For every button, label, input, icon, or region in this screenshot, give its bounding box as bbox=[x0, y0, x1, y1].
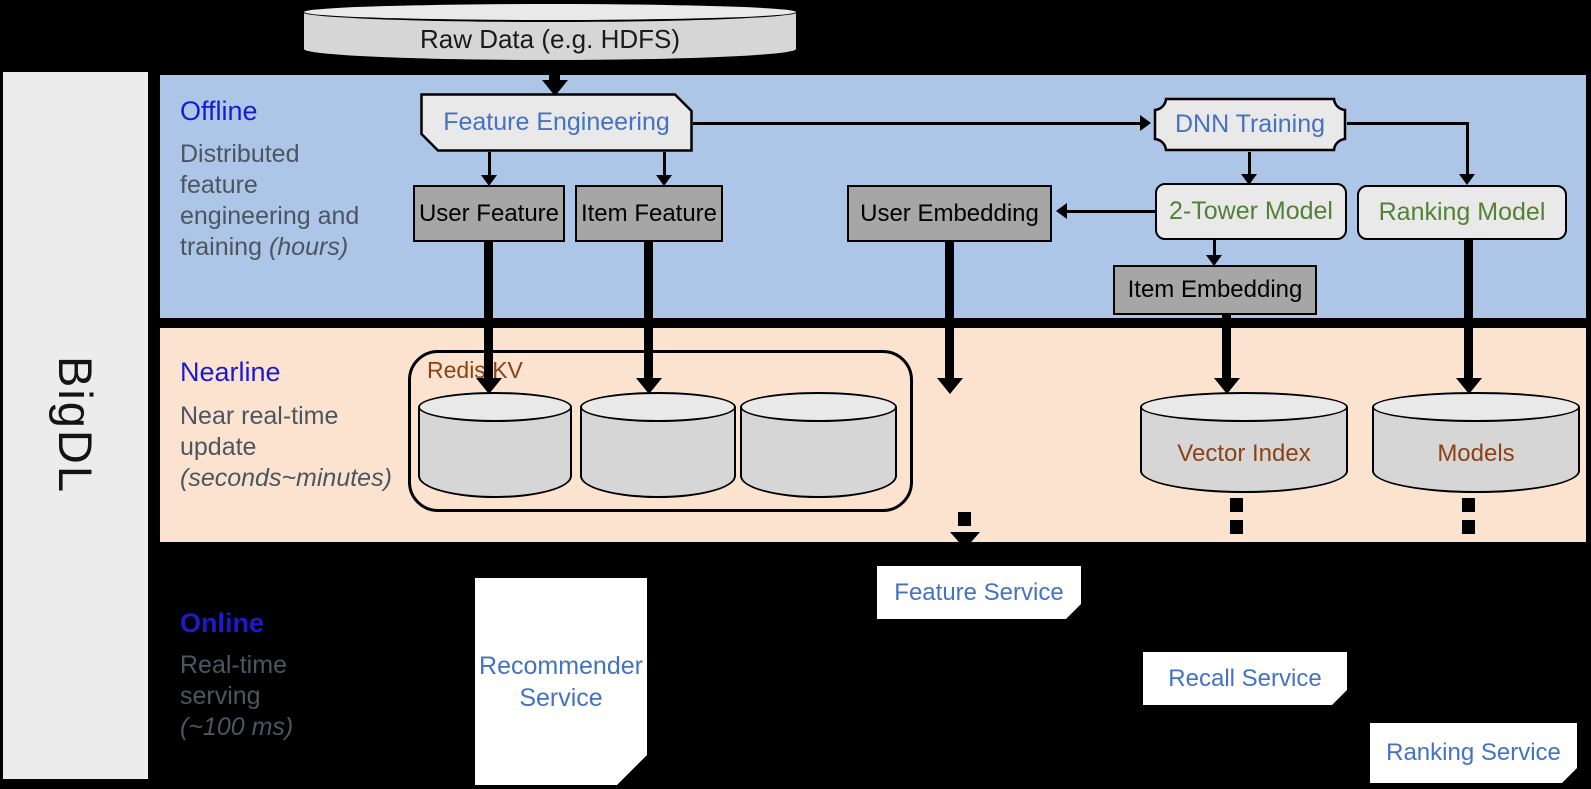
dashed-redis-to-featureservice-dash bbox=[958, 512, 971, 526]
recommender-service-label: Recommender Service bbox=[479, 651, 643, 712]
online-desc-text: Real-time serving bbox=[180, 651, 287, 710]
arrow-rankingmodel-to-models-stem bbox=[1464, 240, 1473, 378]
arrow-userfeature-to-redis-stem bbox=[484, 242, 493, 378]
arrow-dnn-to-rankingmodel-hstem bbox=[1347, 122, 1469, 125]
ranking-model-node: Ranking Model bbox=[1357, 185, 1567, 240]
bigdl-label: BigDL bbox=[49, 356, 102, 495]
redis-cylinder-3-top bbox=[740, 392, 897, 422]
offline-title: Offline bbox=[180, 96, 258, 126]
ranking-service-label: Ranking Service bbox=[1386, 739, 1561, 766]
dashed-vectorindex-connector-dash2 bbox=[1230, 520, 1243, 534]
arrow-userfeature-to-redis-head bbox=[476, 378, 502, 394]
online-description: Real-time serving (~100 ms) bbox=[180, 650, 305, 743]
ranking-model-label: Ranking Model bbox=[1378, 198, 1546, 226]
two-tower-model-node: 2-Tower Model bbox=[1155, 183, 1347, 240]
redis-kv-container: Redis KV bbox=[408, 350, 913, 512]
two-tower-model-label: 2-Tower Model bbox=[1169, 197, 1333, 225]
recommender-service-fold-corner-icon bbox=[617, 755, 647, 785]
feature-engineering-shape bbox=[420, 93, 693, 152]
nearline-desc-text: Near real-time update bbox=[180, 402, 339, 461]
redis-cylinder-2 bbox=[580, 392, 736, 498]
redis-cylinder-1-top bbox=[418, 392, 572, 422]
redis-kv-label: Redis KV bbox=[427, 357, 523, 383]
arrow-fe-to-userfeature-head bbox=[481, 175, 497, 186]
recall-service-fold-corner-icon bbox=[1332, 690, 1347, 705]
online-desc-italic: (~100 ms) bbox=[180, 713, 294, 741]
offline-description: Distributed feature engineering and trai… bbox=[180, 139, 370, 263]
models-label: Models bbox=[1437, 440, 1515, 467]
raw-data-label: Raw Data (e.g. HDFS) bbox=[419, 24, 681, 54]
dnn-training-shape bbox=[1153, 97, 1347, 152]
offline-desc-italic: (hours) bbox=[268, 233, 349, 261]
item-embedding-label: Item Embedding bbox=[1127, 276, 1303, 303]
redis-cylinder-3 bbox=[740, 392, 897, 498]
arrow-rawdata-to-fe-stem bbox=[549, 62, 560, 80]
arrow-userembedding-to-redis-stem bbox=[945, 242, 954, 378]
arrow-dnn-to-twotower-stem bbox=[1248, 152, 1251, 175]
arrow-itemfeature-to-redis-stem bbox=[644, 242, 653, 378]
dnn-training-node: DNN Training bbox=[1153, 97, 1347, 152]
vector-index-cylinder: Vector Index bbox=[1140, 392, 1348, 493]
arrow-itemembedding-to-vectorindex-head bbox=[1214, 378, 1240, 394]
arrow-fe-to-itemfeature-head bbox=[656, 175, 672, 186]
arrow-fe-to-itemfeature-stem bbox=[663, 152, 666, 176]
arrow-rawdata-to-fe-head bbox=[542, 80, 568, 96]
arrow-dnn-to-rankingmodel-head bbox=[1459, 174, 1475, 185]
arrow-rankingmodel-to-models-head bbox=[1456, 378, 1482, 394]
raw-data-cylinder-top bbox=[302, 2, 798, 22]
arrow-fe-to-userfeature-stem bbox=[488, 152, 491, 176]
online-title: Online bbox=[180, 608, 265, 638]
user-embedding-node: User Embedding bbox=[847, 185, 1052, 242]
redis-cylinder-2-top bbox=[580, 392, 736, 422]
dashed-redis-to-featureservice-head bbox=[950, 532, 980, 549]
dashed-vectorindex-connector-dash1 bbox=[1230, 498, 1243, 512]
arrow-twotower-to-itemembedding-head bbox=[1206, 255, 1222, 266]
feature-service-node: Feature Service bbox=[877, 566, 1081, 619]
nearline-title: Nearline bbox=[180, 357, 281, 387]
item-feature-label: Item Feature bbox=[580, 199, 718, 227]
vector-index-label: Vector Index bbox=[1177, 440, 1311, 467]
user-feature-label: User Feature bbox=[418, 199, 560, 227]
arrow-twotower-to-itemembedding-stem bbox=[1213, 240, 1216, 256]
models-cylinder-top bbox=[1372, 392, 1580, 422]
dnn-training-label: DNN Training bbox=[1174, 110, 1326, 138]
ranking-service-node: Ranking Service bbox=[1370, 723, 1577, 783]
vector-index-cylinder-top bbox=[1140, 392, 1348, 422]
offline-desc-text: Distributed feature engineering and trai… bbox=[180, 140, 360, 261]
arrow-twotower-to-userembedding-head bbox=[1056, 203, 1067, 219]
recall-service-node: Recall Service bbox=[1143, 652, 1347, 705]
bigdl-sidebar: BigDL bbox=[3, 72, 148, 779]
arrow-fe-to-dnn-head bbox=[1140, 115, 1151, 131]
feature-service-fold-corner-icon bbox=[1066, 604, 1081, 619]
user-feature-node: User Feature bbox=[413, 185, 565, 242]
models-cylinder: Models bbox=[1372, 392, 1580, 493]
raw-data-cylinder: Raw Data (e.g. HDFS) bbox=[302, 2, 798, 62]
arrow-dnn-to-rankingmodel-vstem bbox=[1466, 122, 1469, 174]
item-feature-node: Item Feature bbox=[575, 185, 723, 242]
redis-cylinder-3-body bbox=[740, 407, 897, 498]
arrow-itemembedding-to-vectorindex-stem bbox=[1222, 315, 1231, 378]
arrow-itemfeature-to-redis-head bbox=[636, 378, 662, 394]
dashed-models-connector-dash1 bbox=[1462, 498, 1475, 512]
redis-cylinder-1-body bbox=[418, 407, 572, 498]
arrow-fe-to-dnn-stem bbox=[693, 122, 1140, 125]
feature-service-label: Feature Service bbox=[894, 578, 1064, 606]
arrow-twotower-to-userembedding-stem bbox=[1067, 210, 1155, 213]
recommender-service-node: Recommender Service bbox=[475, 578, 647, 785]
feature-engineering-label: Feature Engineering bbox=[443, 108, 670, 136]
item-embedding-node: Item Embedding bbox=[1113, 265, 1317, 315]
redis-cylinder-1 bbox=[418, 392, 572, 498]
feature-engineering-node: Feature Engineering bbox=[420, 93, 693, 152]
arrow-userembedding-to-redis-head bbox=[937, 378, 963, 394]
redis-cylinder-2-body bbox=[580, 407, 736, 498]
arrow-dnn-to-twotower-head bbox=[1241, 174, 1257, 185]
nearline-description: Near real-time update (seconds~minutes) bbox=[180, 401, 395, 494]
user-embedding-label: User Embedding bbox=[860, 199, 1039, 227]
nearline-desc-italic: (seconds~minutes) bbox=[180, 464, 392, 492]
recall-service-label: Recall Service bbox=[1168, 664, 1322, 692]
ranking-service-fold-corner-icon bbox=[1562, 768, 1577, 783]
dashed-models-connector-dash2 bbox=[1462, 520, 1475, 534]
